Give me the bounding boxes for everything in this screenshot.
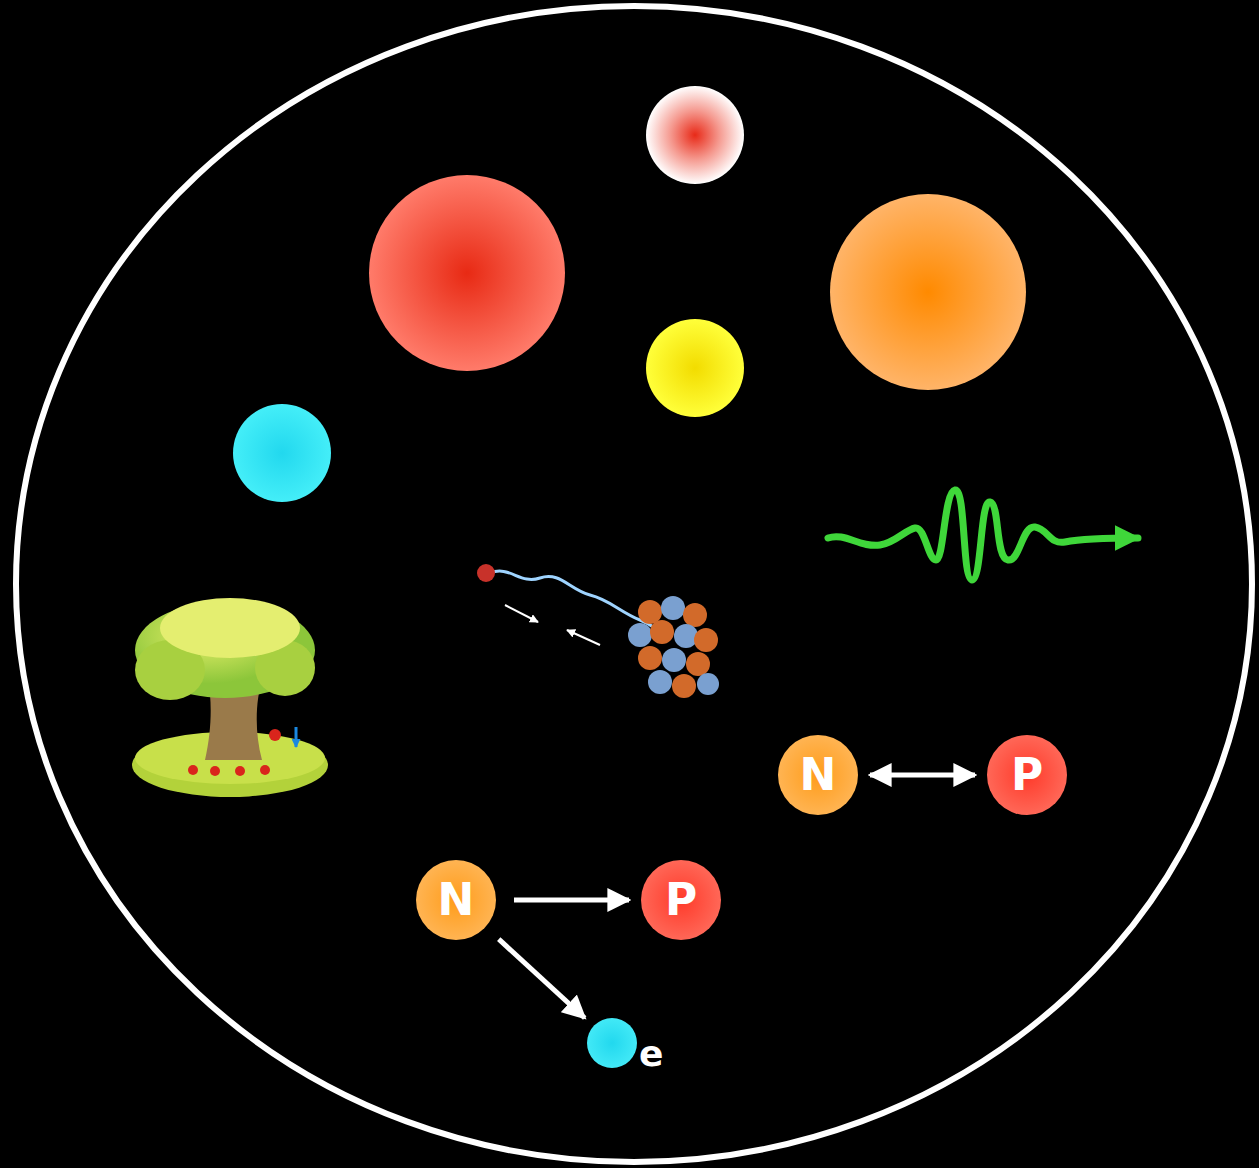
node-label: P	[1011, 753, 1043, 797]
red-sphere	[369, 175, 565, 371]
node-label: P	[665, 878, 697, 922]
yellow-sphere	[646, 319, 744, 417]
wave	[828, 490, 1138, 580]
orange-sphere	[830, 194, 1026, 390]
tree-illustration	[132, 598, 328, 797]
node-label: N	[438, 878, 475, 922]
particle-interaction	[477, 564, 719, 698]
arrow-connector	[870, 773, 975, 778]
arrow-connector	[499, 939, 585, 1018]
electron-disc	[587, 1018, 637, 1068]
electron-circle: e	[587, 1018, 637, 1068]
universe-outline	[16, 6, 1252, 1162]
proton-circle: P	[641, 860, 721, 940]
node-label: e	[639, 1036, 663, 1072]
node-label: N	[800, 753, 837, 797]
pale-red-sphere	[646, 86, 744, 184]
arrow-connector	[514, 898, 629, 903]
neutron-circle: N	[778, 735, 858, 815]
proton-circle: P	[987, 735, 1067, 815]
neutron-circle: N	[416, 860, 496, 940]
cyan-sphere	[233, 404, 331, 502]
